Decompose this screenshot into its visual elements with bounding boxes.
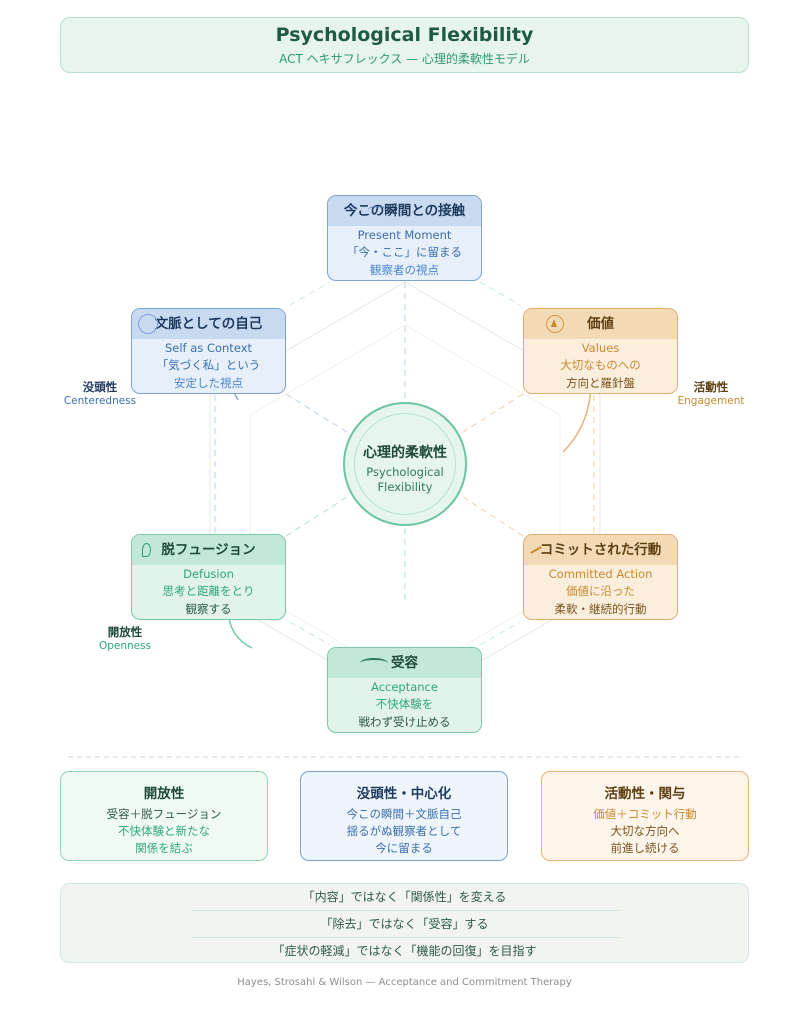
- node-title: 今この瞬間との接触: [343, 203, 466, 219]
- center-title: 心理的柔軟性: [363, 445, 447, 461]
- center-core: 心理的柔軟性 Psychological Flexibility: [343, 402, 467, 526]
- card-line: 受容＋脱フュージョン: [106, 807, 222, 821]
- card-line: 関係を結ぶ: [135, 841, 193, 855]
- node-line: 「今・ここ」に留まる: [347, 245, 462, 259]
- wave-icon: [360, 658, 388, 668]
- node-acceptance: 受容 Acceptance 不快体験を 戦わず受け止める: [327, 647, 482, 733]
- node-title: 脱フュージョン: [161, 542, 256, 558]
- node-en: Present Moment: [357, 228, 452, 242]
- node-line: 方向と羅針盤: [566, 376, 635, 390]
- node-en: Committed Action: [548, 567, 653, 581]
- footer-citation: Hayes, Strosahl & Wilson — Acceptance an…: [237, 977, 572, 988]
- node-title: 受容: [391, 655, 418, 671]
- side-label-centeredness: 没頭性 Centeredness: [55, 379, 145, 407]
- card-line: 不快体験と新たな: [118, 824, 210, 838]
- center-en-2: Flexibility: [377, 480, 433, 494]
- guide-line: [479, 281, 521, 306]
- center-en-1: Psychological: [366, 465, 444, 479]
- node-en: Defusion: [183, 567, 234, 581]
- principle: 「症状の軽減」ではなく「機能の回復」を目指す: [272, 944, 537, 958]
- card-line: 前進し続ける: [610, 841, 680, 855]
- node-title: 文脈としての自己: [154, 316, 263, 332]
- guide-line: [289, 281, 331, 306]
- side-label-engagement: 活動性 Engagement: [666, 379, 756, 407]
- page-title: Psychological Flexibility: [275, 24, 534, 46]
- node-line: 観察者の視点: [370, 263, 439, 277]
- node-line: 安定した視点: [174, 376, 243, 390]
- node-line: 価値に沿った: [566, 584, 635, 598]
- node-line: 不快体験を: [375, 697, 434, 711]
- card-engagement: 活動性・関与 価値＋コミット行動 大切な方向へ 前進し続ける: [541, 771, 749, 861]
- node-values: 価値 Values 大切なものへの 方向と羅針盤: [523, 308, 678, 394]
- card-openness: 開放性 受容＋脱フュージョン 不快体験と新たな 関係を結ぶ: [60, 771, 268, 861]
- node-self-as-context: 文脈としての自己 Self as Context 「気づく私」という 安定した視…: [131, 308, 286, 394]
- spoke-defusion: [285, 496, 348, 537]
- node-line: 大切なものへの: [560, 358, 641, 372]
- guide-line: [479, 621, 521, 646]
- side-jp: 没頭性: [82, 380, 118, 394]
- ripple-icon: [368, 206, 386, 214]
- card-centeredness: 没頭性・中心化 今この瞬間＋文脈自己 揺るがぬ観察者として 今に留まる: [300, 771, 508, 861]
- node-title: コミットされた行動: [539, 542, 662, 558]
- card-title: 活動性・関与: [604, 786, 686, 802]
- target-icon: [138, 314, 158, 334]
- page-subtitle: ACT ヘキサフレックス — 心理的柔軟性モデル: [279, 52, 530, 66]
- side-en: Openness: [98, 640, 152, 652]
- card-line: 大切な方向へ: [610, 824, 680, 838]
- guide-line: [289, 621, 331, 646]
- node-en: Self as Context: [164, 341, 253, 355]
- node-line: 思考と距離をとり: [162, 584, 255, 598]
- side-en: Engagement: [677, 395, 745, 407]
- principles-box: 「内容」ではなく「関係性」を変える 「除去」ではなく「受容」する 「症状の軽減」…: [60, 883, 749, 963]
- principle: 「内容」ではなく「関係性」を変える: [302, 890, 507, 904]
- card-line: 今に留まる: [375, 841, 433, 855]
- principle: 「除去」ではなく「受容」する: [320, 917, 489, 931]
- node-present-moment: 今この瞬間との接触 Present Moment 「今・ここ」に留まる 観察者の…: [327, 195, 482, 281]
- card-title: 開放性: [143, 786, 185, 802]
- node-line: 観察する: [185, 602, 232, 616]
- spoke-committed: [462, 496, 524, 537]
- node-line: 柔軟・継続的行動: [554, 602, 647, 616]
- node-en: Acceptance: [371, 680, 438, 694]
- node-committed-action: コミットされた行動 Committed Action 価値に沿った 柔軟・継続的…: [523, 534, 678, 620]
- card-line: 価値＋コミット行動: [593, 807, 697, 821]
- separator: [190, 910, 619, 911]
- card-title: 没頭性・中心化: [356, 786, 452, 802]
- header-banner: Psychological Flexibility ACT ヘキサフレックス —…: [60, 17, 749, 73]
- node-title: 価値: [587, 316, 614, 332]
- compass-icon: [546, 315, 564, 333]
- node-line: 「気づく私」という: [156, 358, 261, 372]
- card-line: 揺るがぬ観察者として: [346, 824, 462, 838]
- spoke-self: [285, 393, 348, 433]
- card-line: 今この瞬間＋文脈自己: [346, 807, 462, 821]
- side-label-openness: 開放性 Openness: [80, 624, 170, 652]
- spoke-values: [462, 393, 524, 433]
- node-line: 戦わず受け止める: [358, 715, 451, 729]
- leaf-icon: [142, 543, 151, 557]
- center-inner-ring: [354, 413, 456, 515]
- side-jp: 活動性: [693, 380, 729, 394]
- separator: [190, 937, 619, 938]
- node-en: Values: [581, 341, 620, 355]
- node-defusion: 脱フュージョン Defusion 思考と距離をとり 観察する: [131, 534, 286, 620]
- side-jp: 開放性: [107, 625, 143, 639]
- side-en: Centeredness: [63, 395, 137, 407]
